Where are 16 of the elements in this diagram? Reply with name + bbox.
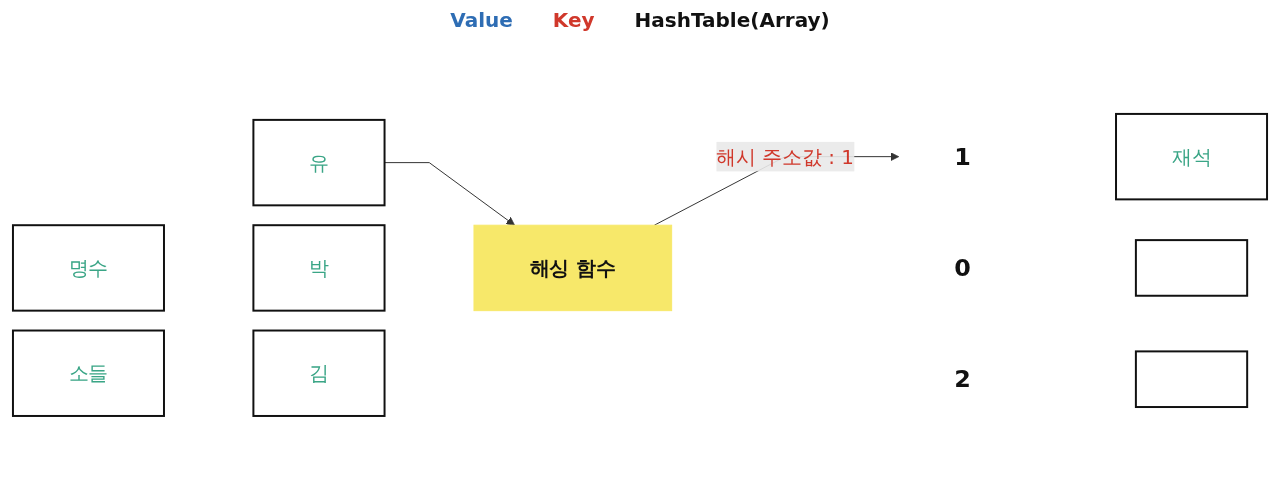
- node-box: 박: [252, 223, 386, 312]
- node-box: 재석: [1115, 112, 1269, 200]
- node-box: 김: [252, 329, 386, 417]
- column-heading: Key: [552, 8, 595, 32]
- node-box: [1134, 349, 1249, 408]
- node-box: 소들: [11, 329, 165, 417]
- table-heading: HashTable(Array): [634, 8, 830, 32]
- node-box: 명수: [11, 223, 165, 312]
- node-box: [1134, 238, 1249, 297]
- node-box: 해싱 함수: [473, 224, 673, 311]
- node-text: 0: [954, 253, 971, 282]
- node-text: 1: [954, 142, 971, 171]
- node-text: 2: [954, 364, 971, 393]
- edge-label: 해시 주소값 : 1: [716, 144, 855, 169]
- column-heading: Value: [450, 8, 513, 32]
- node-box: 유: [252, 118, 386, 206]
